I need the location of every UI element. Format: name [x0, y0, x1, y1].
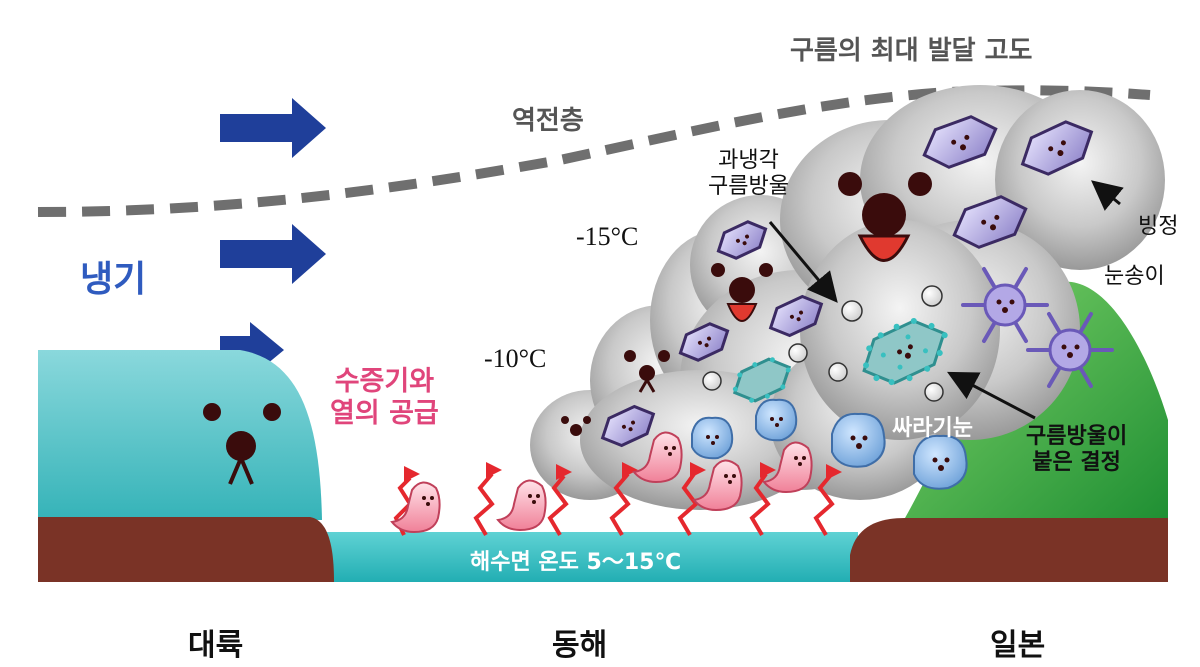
wind-arrow-icon [220, 224, 326, 284]
cold-air-label: 냉기 [80, 259, 147, 300]
cloud-face-tiny [561, 416, 591, 436]
supercooled-label: 과냉각 구름방울 [708, 148, 789, 201]
ice-crystal-label: 빙정 [1138, 214, 1179, 239]
vapor-heat-label: 수증기와 열의 공급 [330, 366, 439, 431]
wind-arrow-icon [220, 98, 326, 158]
pointer-arrows [768, 180, 1124, 420]
cloud-face-small [624, 350, 670, 393]
wind-arrows [220, 98, 326, 378]
rimed-crystals [732, 317, 948, 403]
graupel-particles [691, 398, 968, 490]
sea-temperature-label: 해수면 온도 5～15℃ [470, 550, 682, 575]
region-east-sea-label: 동해 [552, 628, 608, 663]
sea-surface [318, 532, 858, 582]
region-japan-label: 일본 [990, 628, 1046, 663]
snowflakes [961, 267, 1114, 388]
vapor-ghosts [390, 431, 813, 534]
continent-ground [38, 517, 334, 582]
heat-arrowheads [404, 462, 842, 482]
vapor-heat-line-1: 수증기와 [334, 366, 435, 397]
continent-face [203, 403, 281, 485]
temp-minus15-label: -15°C [576, 222, 639, 251]
inversion-dashed-line [37, 85, 1151, 217]
supercooled-line-1: 과냉각 [718, 148, 779, 173]
rimed-crystal-line-1: 구름방울이 [1026, 424, 1128, 449]
rimed-crystal-label: 구름방울이 붙은 결정 [1026, 424, 1127, 477]
rimed-crystal-line-2: 붙은 결정 [1032, 450, 1121, 476]
max-height-label: 구름의 최대 발달 고도 [790, 36, 1033, 66]
cloud-face-medium [711, 263, 773, 322]
cloud-face-large [838, 172, 932, 262]
ice-crystals [600, 115, 1094, 448]
temp-minus10-label: -10°C [484, 344, 547, 373]
supercooled-droplets [702, 285, 944, 402]
graupel-label: 싸라기눈 [892, 416, 973, 441]
inversion-label: 역전층 [512, 106, 584, 136]
vapor-heat-line-2: 열의 공급 [330, 398, 439, 430]
snowflake-label: 눈송이 [1104, 264, 1165, 289]
supercooled-line-2: 구름방울 [708, 174, 789, 200]
region-continent-label: 대륙 [188, 628, 244, 663]
japan-ground [850, 518, 1168, 582]
continent-landmass [38, 350, 322, 520]
